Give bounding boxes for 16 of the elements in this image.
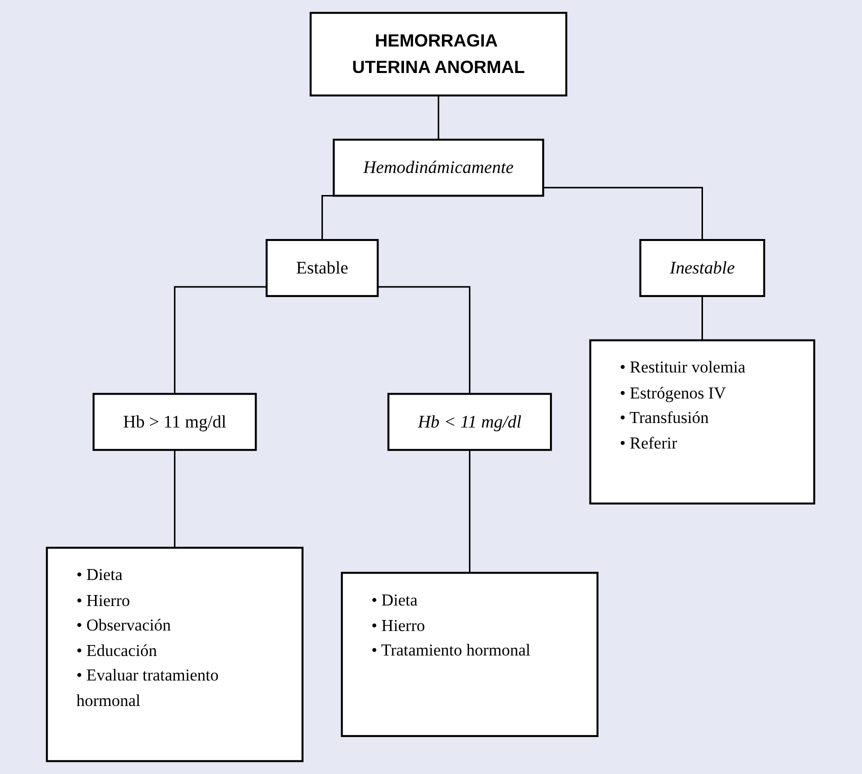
node-box: Hb > 11 mg/dl [93,392,258,451]
connector [469,449,471,573]
connector [544,186,704,240]
connector [702,295,704,340]
connector [174,286,268,394]
node-box: Estable [266,239,380,298]
node-box: Hemodinámicamente [333,138,545,197]
node-box: Hb < 11 mg/dl [388,392,552,451]
node-box: Inestable [640,239,766,298]
node-box: • Dieta • Hierro • Observación • Educación • Evaluar tratamiento hormonal [46,546,304,762]
connector [174,449,176,548]
connector [378,286,471,394]
node-box: • Restituir volemia • Estrógenos IV • Transfusión • Referir [590,339,816,504]
node-box: HEMORRAGIA UTERINA ANORMAL [310,12,568,96]
node-box: • Dieta • Hierro • Tratamiento hormonal [341,572,599,738]
connector [438,94,440,140]
